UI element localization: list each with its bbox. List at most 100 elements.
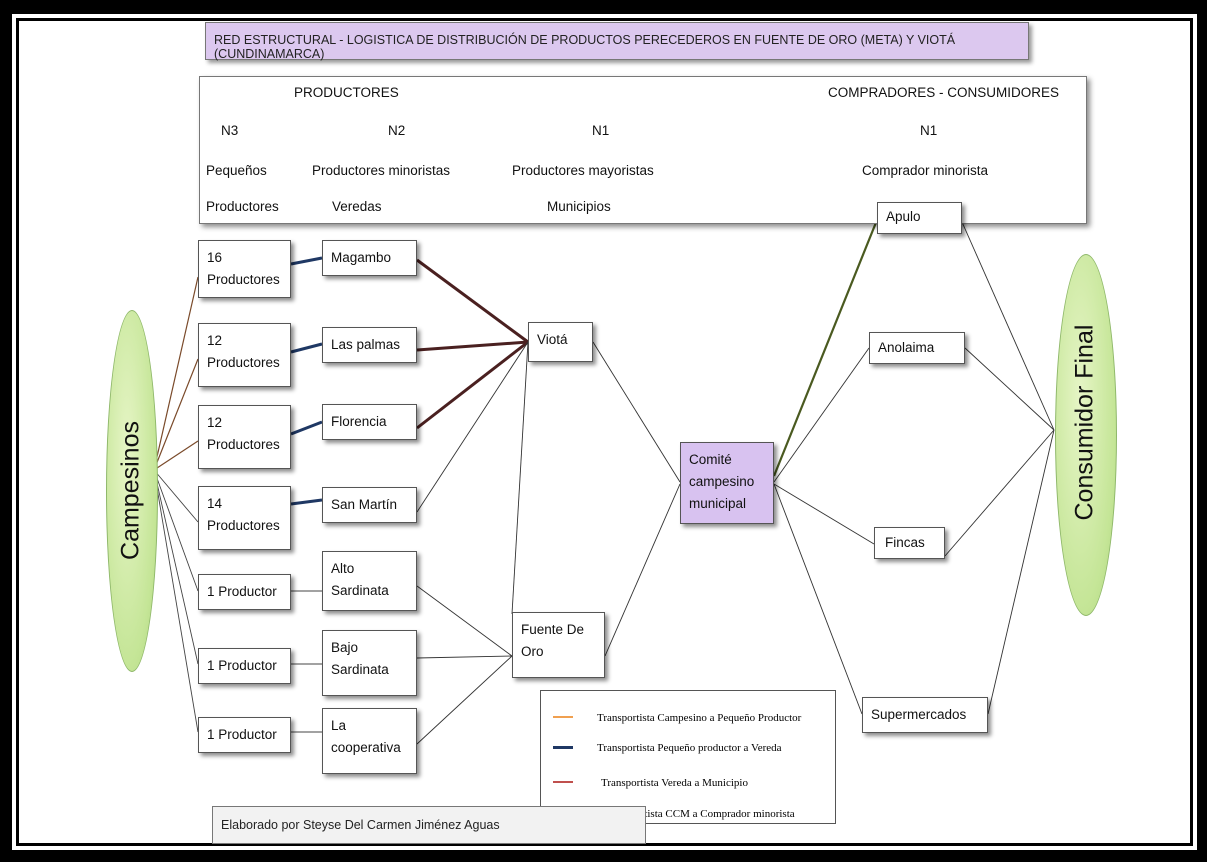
comite-line3: municipal <box>689 496 747 511</box>
legend-text-4: Transportista CCM a Comprador minorista <box>605 808 795 820</box>
level-n2: N2 <box>388 123 406 138</box>
consumidor-final-node <box>1055 254 1117 616</box>
vereda-alto-sardinata: Alto Sardinata <box>322 551 417 611</box>
productor-node-1: 16 Productores <box>198 240 291 298</box>
links-vereda-viota <box>416 258 529 430</box>
vereda-las-palmas: Las palmas <box>322 327 417 363</box>
productor-5-label: 1 Productor <box>207 584 277 599</box>
comprador-fincas-label: Fincas <box>885 535 925 550</box>
vereda-magambo-label: Magambo <box>331 250 392 265</box>
vereda-alto-line2: Sardinata <box>331 583 389 598</box>
links-productor-vereda <box>290 256 323 506</box>
comprador-apulo-label: Apulo <box>886 209 921 224</box>
legend-item-2: Transportista Pequeño productor a Vereda <box>541 742 835 762</box>
link-anolaima-consumidor <box>964 347 1055 431</box>
legend-item-3: Transportista Vereda a Municipio <box>541 777 835 797</box>
credit-note: Elaborado por Steyse Del Carmen Jiménez … <box>212 806 646 844</box>
level-n1-productores: N1 <box>592 123 610 138</box>
diagram-canvas: RED ESTRUCTURAL - LOGISTICA DE DISTRIBUC… <box>12 14 1197 850</box>
link-prod-vereda-2 <box>290 342 323 354</box>
comprador-anolaima-label: Anolaima <box>878 340 935 355</box>
link-comite-supermercados <box>773 483 863 715</box>
legend-swatch-1 <box>553 716 573 718</box>
link-comite-anolaima <box>773 347 870 483</box>
link-viota-comite <box>592 341 681 483</box>
vereda-las-palmas-label: Las palmas <box>331 337 401 352</box>
productor-4-count: 14 <box>207 496 223 511</box>
productor-3-label: Productores <box>207 437 280 452</box>
link-bajo-fuente <box>416 655 513 659</box>
link-campesino-prod-2 <box>153 358 199 471</box>
legend-text-1: Transportista Campesino a Pequeño Produc… <box>597 712 802 724</box>
vereda-bajo-line1: Bajo <box>331 640 359 655</box>
links-campesino-productor <box>153 276 199 471</box>
level-n1-compradores: N1 <box>920 123 938 138</box>
legend-text-2: Transportista Pequeño productor a Vereda <box>597 742 782 754</box>
vereda-coop-line1: La <box>331 718 347 733</box>
link-prod-vereda-4 <box>290 498 323 506</box>
productor-2-count: 12 <box>207 333 223 348</box>
diagram-title: RED ESTRUCTURAL - LOGISTICA DE DISTRIBUC… <box>205 22 1029 61</box>
productor-node-5: 1 Productor <box>198 574 291 610</box>
vereda-florencia-label: Florencia <box>331 414 387 429</box>
label-comprador-minorista: Comprador minorista <box>862 163 989 178</box>
link-comite-apulo <box>772 219 879 477</box>
productor-node-2: 12 Productores <box>198 323 291 387</box>
header-productores: PRODUCTORES <box>294 85 399 100</box>
link-alto-fuente <box>416 585 513 657</box>
links-other <box>416 221 1055 745</box>
legend-swatch-2 <box>553 746 573 749</box>
productor-1-label: Productores <box>207 272 280 287</box>
vereda-magambo: Magambo <box>322 240 417 276</box>
vereda-florencia: Florencia <box>322 404 417 440</box>
comite-line1: Comité <box>689 452 732 467</box>
productor-2-label: Productores <box>207 355 280 370</box>
legend: Transportista Campesino a Pequeño Produc… <box>540 690 836 824</box>
vereda-alto-line1: Alto <box>331 561 355 576</box>
legend-text-3: Transportista Vereda a Municipio <box>601 777 748 789</box>
legend-swatch-3 <box>553 781 573 783</box>
consumidor-final-label: Consumidor Final <box>1070 324 1099 521</box>
comite-campesino-municipal: Comité campesino municipal <box>680 442 774 524</box>
links-productor-vereda-gray <box>291 590 322 733</box>
legend-item-1: Transportista Campesino a Pequeño Produc… <box>541 712 835 732</box>
comprador-anolaima: Anolaima <box>869 332 965 364</box>
label-municipios: Municipios <box>547 199 611 214</box>
link-super-consumidor <box>987 429 1055 715</box>
municipio-viota: Viotá <box>528 322 593 362</box>
municipio-fuente-de-oro: Fuente De Oro <box>512 612 605 678</box>
fuente-line1: Fuente De <box>521 622 585 637</box>
comite-line2: campesino <box>689 474 755 489</box>
vereda-san-martin-label: San Martín <box>331 497 398 512</box>
comprador-supermercados-label: Supermercados <box>871 707 967 722</box>
productor-node-6: 1 Productor <box>198 648 291 684</box>
vereda-la-cooperativa: La cooperativa <box>322 708 417 774</box>
link-campesino-prod-6 <box>153 469 199 665</box>
vereda-bajo-line2: Sardinata <box>331 662 389 677</box>
links-campesino-productor-gray <box>153 469 199 733</box>
municipio-viota-label: Viotá <box>537 332 568 347</box>
productor-node-4: 14 Productores <box>198 486 291 550</box>
header-panel: PRODUCTORES COMPRADORES - CONSUMIDORES N… <box>199 76 1087 224</box>
productor-4-label: Productores <box>207 518 280 533</box>
label-pequenos: Pequeños <box>206 163 267 178</box>
campesinos-label: Campesinos <box>116 421 145 560</box>
label-productores-minoristas: Productores minoristas <box>312 163 451 178</box>
link-vereda-viota-2 <box>416 340 529 352</box>
link-sanmartin-viota <box>416 341 529 513</box>
label-productores-mayoristas: Productores mayoristas <box>512 163 654 178</box>
productor-3-count: 12 <box>207 415 223 430</box>
connection-lines <box>153 219 1055 745</box>
link-fuente-comite <box>604 483 681 657</box>
link-campesino-prod-3 <box>153 440 199 471</box>
comprador-supermercados: Supermercados <box>862 697 988 733</box>
productor-7-label: 1 Productor <box>207 727 277 742</box>
link-campesino-prod-5 <box>153 469 199 592</box>
fuente-line2: Oro <box>521 644 544 659</box>
link-fincas-consumidor <box>944 429 1055 557</box>
link-campesino-prod-7 <box>153 469 199 733</box>
comprador-apulo: Apulo <box>877 202 962 234</box>
level-n3: N3 <box>221 123 239 138</box>
vereda-san-martin: San Martín <box>322 487 417 523</box>
